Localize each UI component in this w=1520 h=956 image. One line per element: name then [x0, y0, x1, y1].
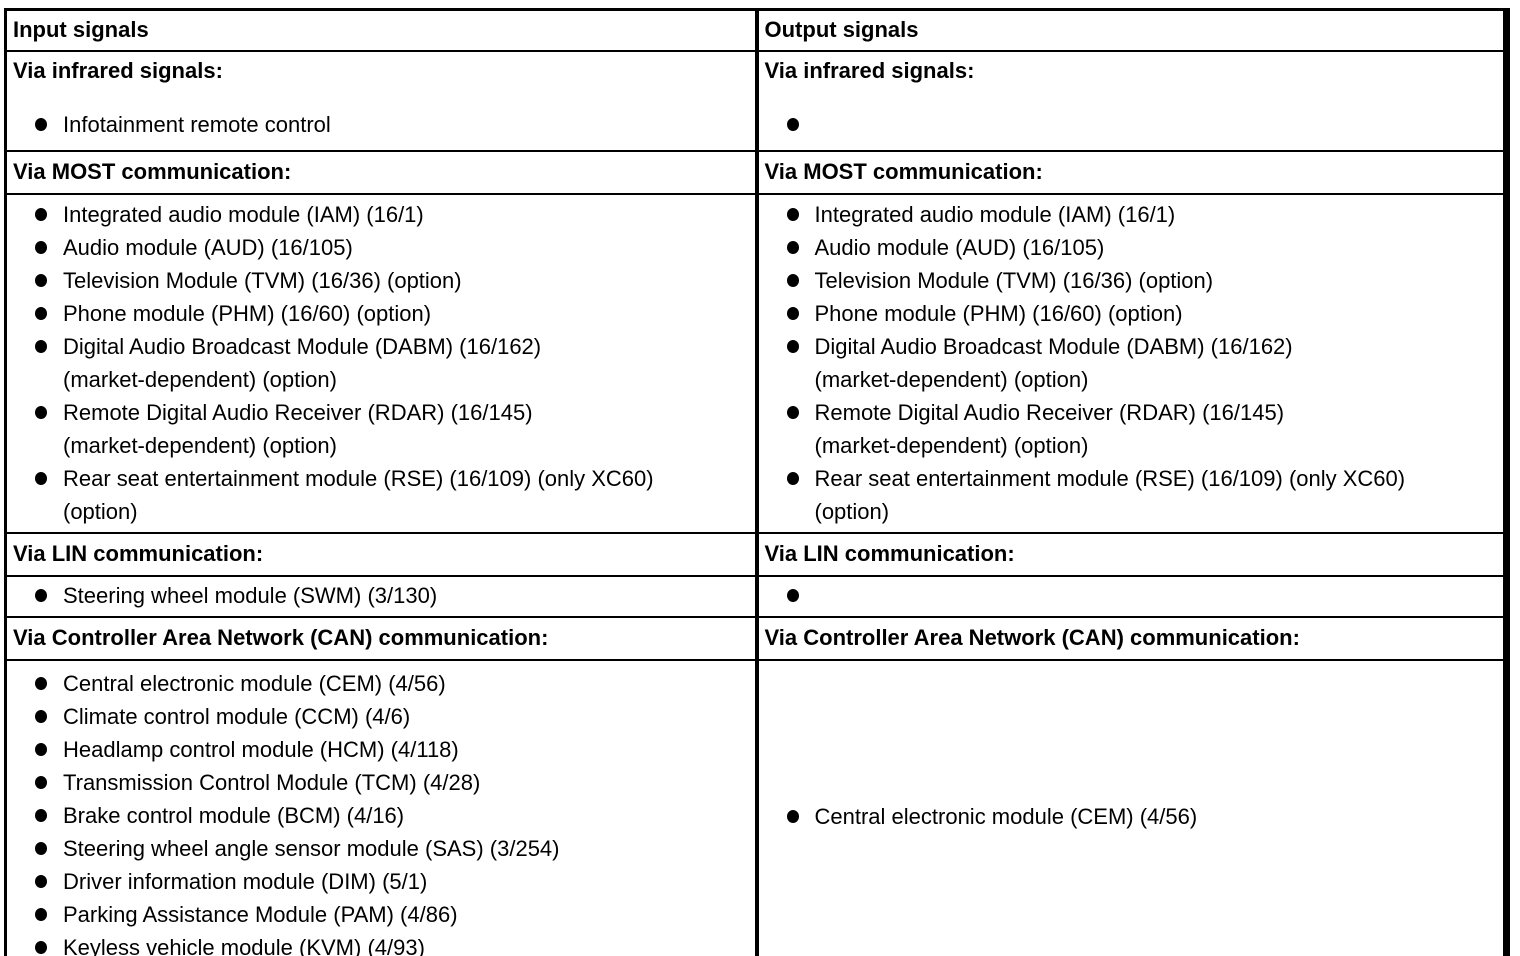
can-list-row: Central electronic module (CEM) (4/56) C… — [4, 659, 1508, 956]
bullet-icon — [786, 340, 799, 353]
infrared-section-row: Via infrared signals: Infotainment remot… — [4, 50, 1508, 152]
infrared-output-cell: Via infrared signals: — [755, 50, 1508, 152]
bullet-icon — [35, 307, 47, 320]
bullet-icon — [35, 340, 47, 353]
lin-heading-row: Via LIN communication: Via LIN communica… — [4, 532, 1508, 577]
list-item: Integrated audio module (IAM) (16/1) — [759, 198, 1498, 231]
list-item: Phone module (PHM) (16/60) (option) — [8, 297, 749, 330]
can-output-heading: Via Controller Area Network (CAN) commun… — [755, 616, 1508, 661]
bullet-icon — [35, 776, 47, 789]
list-item: Keyless vehicle module (KVM) (4/93) — [8, 931, 749, 956]
bullet-icon — [35, 710, 47, 723]
list-item: Television Module (TVM) (16/36) (option) — [8, 264, 749, 297]
infrared-heading: Via infrared signals: — [764, 58, 975, 83]
bullet-icon — [35, 941, 47, 954]
bullet-icon — [35, 589, 47, 602]
list-item: Steering wheel angle sensor module (SAS)… — [8, 832, 749, 865]
bullet-icon — [786, 406, 799, 419]
infrared-output-list — [759, 108, 1498, 141]
bullet-icon — [35, 274, 47, 287]
infrared-input-cell: Via infrared signals: Infotainment remot… — [4, 50, 759, 152]
bullet-icon — [35, 472, 47, 485]
can-input-list: Central electronic module (CEM) (4/56) C… — [8, 667, 749, 956]
bullet-icon — [786, 307, 799, 320]
list-item: Headlamp control module (HCM) (4/118) — [8, 733, 749, 766]
infrared-input-list: Infotainment remote control — [8, 108, 749, 141]
list-item: Phone module (PHM) (16/60) (option) — [759, 297, 1498, 330]
list-item: Audio module (AUD) (16/105) — [8, 231, 749, 264]
most-input-cell: Integrated audio module (IAM) (16/1) Aud… — [4, 193, 759, 534]
most-heading-row: Via MOST communication: Via MOST communi… — [4, 150, 1508, 195]
input-signals-header: Input signals — [4, 8, 759, 52]
list-item: Driver information module (DIM) (5/1) — [8, 865, 749, 898]
lin-input-heading: Via LIN communication: — [4, 532, 759, 577]
lin-output-list — [759, 579, 1498, 612]
list-item — [759, 108, 1498, 141]
list-item: Parking Assistance Module (PAM) (4/86) — [8, 898, 749, 931]
list-item: Digital Audio Broadcast Module (DABM) (1… — [8, 330, 749, 396]
bullet-icon — [786, 472, 799, 485]
bullet-icon — [35, 118, 47, 131]
bullet-icon — [786, 274, 799, 287]
lin-input-cell: Steering wheel module (SWM) (3/130) — [4, 575, 759, 618]
input-output-signals-table: Input signals Output signals Via infrare… — [4, 8, 1510, 956]
list-item: Central electronic module (CEM) (4/56) — [8, 667, 749, 700]
bullet-icon — [35, 842, 47, 855]
list-item: Transmission Control Module (TCM) (4/28) — [8, 766, 749, 799]
list-item: Audio module (AUD) (16/105) — [759, 231, 1498, 264]
most-output-heading: Via MOST communication: — [755, 150, 1508, 195]
bullet-icon — [35, 743, 47, 756]
list-item: Remote Digital Audio Receiver (RDAR) (16… — [8, 396, 749, 462]
bullet-icon — [35, 241, 47, 254]
lin-list-row: Steering wheel module (SWM) (3/130) — [4, 575, 1508, 618]
can-output-list: Central electronic module (CEM) (4/56) — [759, 800, 1498, 833]
list-item: Television Module (TVM) (16/36) (option) — [759, 264, 1498, 297]
bullet-icon — [35, 809, 47, 822]
list-item: Climate control module (CCM) (4/6) — [8, 700, 749, 733]
most-output-list: Integrated audio module (IAM) (16/1) Aud… — [759, 198, 1498, 528]
list-item: Digital Audio Broadcast Module (DABM) (1… — [759, 330, 1498, 396]
table-header-row: Input signals Output signals — [4, 8, 1508, 52]
list-item: Steering wheel module (SWM) (3/130) — [8, 579, 749, 612]
bullet-icon — [35, 875, 47, 888]
most-output-cell: Integrated audio module (IAM) (16/1) Aud… — [755, 193, 1508, 534]
list-item: Brake control module (BCM) (4/16) — [8, 799, 749, 832]
lin-output-cell — [755, 575, 1508, 618]
can-input-heading: Via Controller Area Network (CAN) commun… — [4, 616, 759, 661]
bullet-icon — [786, 809, 799, 823]
bullet-icon — [35, 406, 47, 419]
output-signals-header: Output signals — [755, 8, 1508, 52]
can-heading-row: Via Controller Area Network (CAN) commun… — [4, 616, 1508, 661]
can-output-cell: Central electronic module (CEM) (4/56) — [755, 659, 1508, 956]
bullet-icon — [786, 208, 799, 221]
bullet-icon — [35, 908, 47, 921]
list-item: Infotainment remote control — [8, 108, 749, 141]
infrared-heading: Via infrared signals: — [13, 58, 223, 83]
list-item: Central electronic module (CEM) (4/56) — [759, 800, 1498, 833]
list-item: Rear seat entertainment module (RSE) (16… — [8, 462, 749, 528]
list-item: Rear seat entertainment module (RSE) (16… — [759, 462, 1498, 528]
bullet-icon — [786, 589, 799, 602]
bullet-icon — [786, 241, 799, 254]
most-input-heading: Via MOST communication: — [4, 150, 759, 195]
list-item — [759, 579, 1498, 612]
lin-input-list: Steering wheel module (SWM) (3/130) — [8, 579, 749, 612]
lin-output-heading: Via LIN communication: — [755, 532, 1508, 577]
bullet-icon — [35, 677, 47, 690]
list-item: Integrated audio module (IAM) (16/1) — [8, 198, 749, 231]
list-item: Remote Digital Audio Receiver (RDAR) (16… — [759, 396, 1498, 462]
bullet-icon — [786, 118, 799, 131]
can-input-cell: Central electronic module (CEM) (4/56) C… — [4, 659, 759, 956]
most-input-list: Integrated audio module (IAM) (16/1) Aud… — [8, 198, 749, 528]
most-list-row: Integrated audio module (IAM) (16/1) Aud… — [4, 193, 1508, 534]
bullet-icon — [35, 208, 47, 221]
